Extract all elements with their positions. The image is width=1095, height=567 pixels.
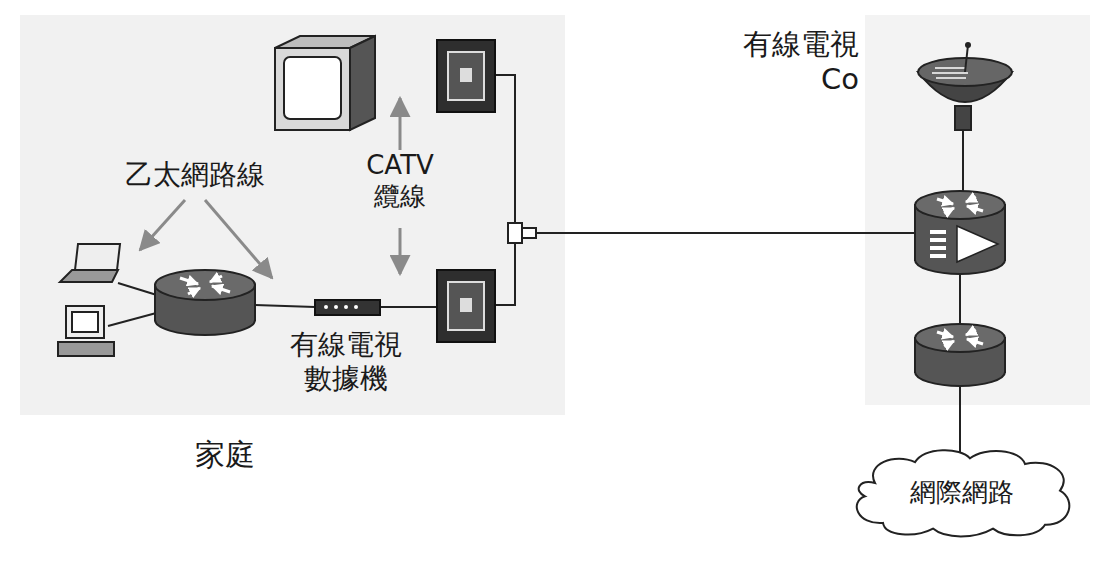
router (915, 324, 1005, 386)
headend-router (915, 191, 1005, 274)
wall-outlet (437, 40, 495, 112)
router (155, 270, 255, 335)
cable-type-label: CATV 纜線 (352, 150, 448, 212)
region-label: 家庭 (195, 437, 255, 473)
cable-modem (315, 300, 380, 315)
device-label: 有線電視 數據機 (278, 328, 414, 395)
tv-monitor (275, 36, 375, 130)
cloud-label: 網際網路 (910, 477, 1014, 508)
region-label: 有線電視 Co (727, 27, 859, 97)
cable-type-label: 乙太網路線 (100, 158, 290, 192)
wall-outlet (437, 270, 495, 342)
internet-cloud: 網際網路 (845, 445, 1080, 540)
cloud-shape (856, 450, 1069, 536)
